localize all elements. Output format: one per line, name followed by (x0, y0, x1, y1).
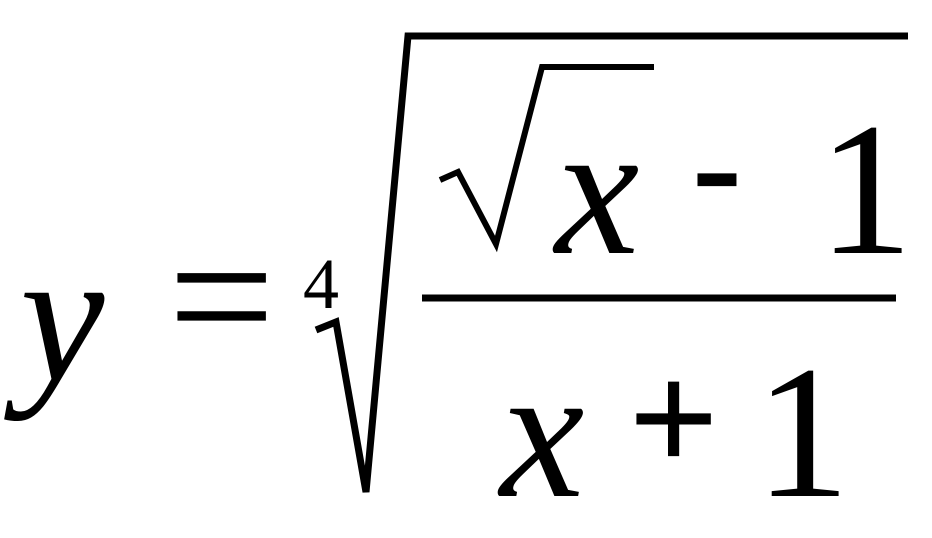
denominator-operator: + (628, 329, 720, 507)
variable-y: y (20, 212, 105, 422)
denominator-variable: x (500, 328, 585, 538)
numerator-operator: - (692, 82, 742, 248)
root-index: 4 (303, 244, 339, 324)
equals-sign: = (168, 192, 276, 402)
inner-radical-sign (438, 64, 654, 253)
outer-radical-sign (314, 32, 908, 493)
numerator-constant: 1 (818, 85, 913, 295)
denominator-constant: 1 (755, 328, 850, 538)
numerator-radicand: x (555, 85, 640, 295)
